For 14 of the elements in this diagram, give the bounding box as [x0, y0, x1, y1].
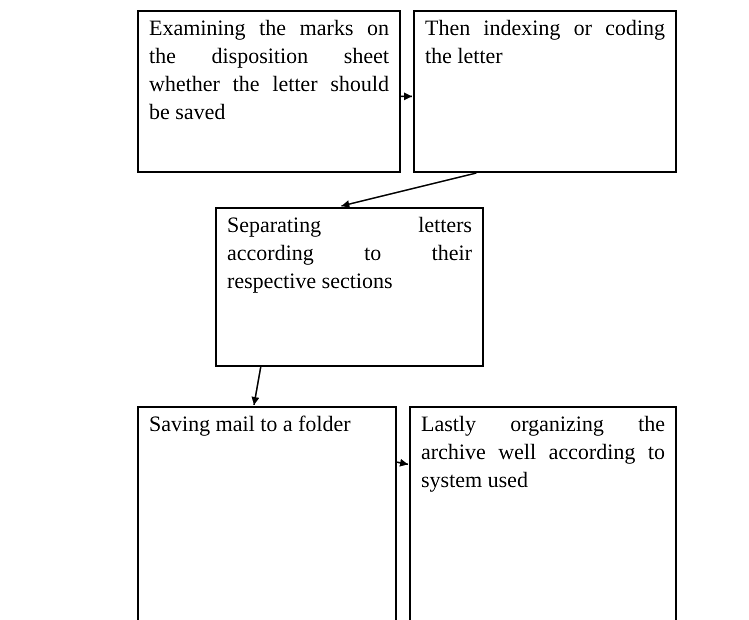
- arrow: [396, 458, 408, 467]
- step-text: Lastly organizing the archive well according to system used: [421, 410, 665, 494]
- step-text: Examining the marks on the disposition sheet whether the letter should be saved: [149, 14, 389, 126]
- step-text: Then indexing or coding the letter: [425, 14, 665, 70]
- process-box: [137, 10, 401, 173]
- process-box: [215, 207, 484, 367]
- step-text: Separating letters according to their respective sections: [227, 211, 472, 295]
- step-text: Saving mail to a folder: [149, 410, 352, 438]
- process-box: [409, 406, 677, 620]
- arrow: [341, 172, 477, 208]
- arrow: [401, 92, 412, 100]
- process-box: [413, 10, 677, 173]
- arrow: [251, 366, 262, 406]
- process-box: [137, 406, 397, 620]
